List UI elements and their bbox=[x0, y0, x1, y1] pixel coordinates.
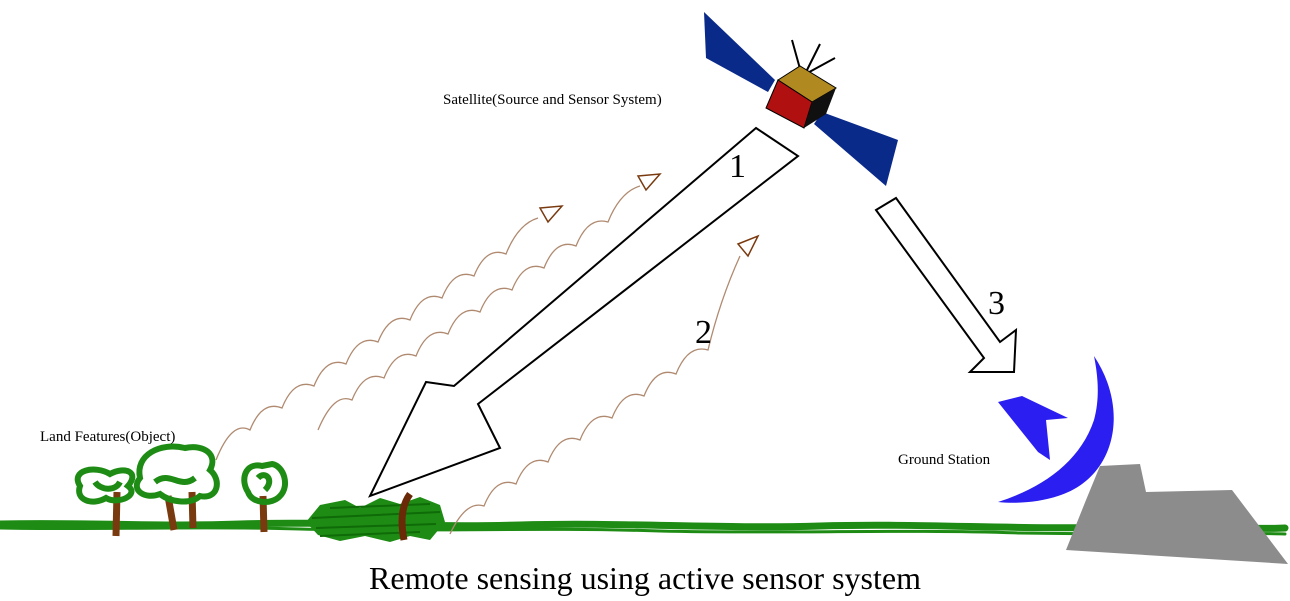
tree-canopy bbox=[133, 443, 220, 505]
step-3-label: 3 bbox=[988, 285, 1005, 322]
tree-group bbox=[74, 443, 289, 537]
tree-canopy bbox=[74, 466, 136, 505]
diagram-caption: Remote sensing using active sensor syste… bbox=[369, 560, 921, 596]
ground-station-label: Ground Station bbox=[898, 452, 991, 468]
satellite-solar-panel-left bbox=[704, 12, 775, 92]
wave-return bbox=[449, 255, 741, 535]
wave-arrowhead bbox=[538, 205, 564, 224]
arrow-step-1 bbox=[367, 126, 800, 498]
station-building bbox=[1066, 464, 1288, 564]
dish-reflector bbox=[998, 356, 1114, 503]
step-1-label: 1 bbox=[729, 148, 746, 185]
land-features-label: Land Features(Object) bbox=[40, 429, 175, 445]
satellite-label: Satellite(Source and Sensor System) bbox=[443, 92, 662, 108]
grass-hatch bbox=[311, 503, 441, 537]
tree-trunk bbox=[398, 491, 413, 541]
wave-arrowhead bbox=[736, 234, 760, 258]
step-2-label: 2 bbox=[695, 314, 712, 351]
satellite-solar-panel-right bbox=[814, 112, 898, 186]
tree-canopy bbox=[241, 460, 289, 505]
target-patch bbox=[306, 491, 445, 542]
satellite-side-face bbox=[804, 88, 836, 128]
satellite bbox=[704, 12, 898, 186]
dish-feed-arm bbox=[998, 396, 1068, 460]
radiation-waves bbox=[215, 173, 760, 535]
wave-reflected bbox=[317, 185, 641, 431]
ground-station bbox=[998, 356, 1288, 564]
wave-reflected bbox=[215, 217, 539, 461]
wave-arrowhead bbox=[636, 173, 662, 192]
arrow-step-3 bbox=[874, 196, 1018, 373]
